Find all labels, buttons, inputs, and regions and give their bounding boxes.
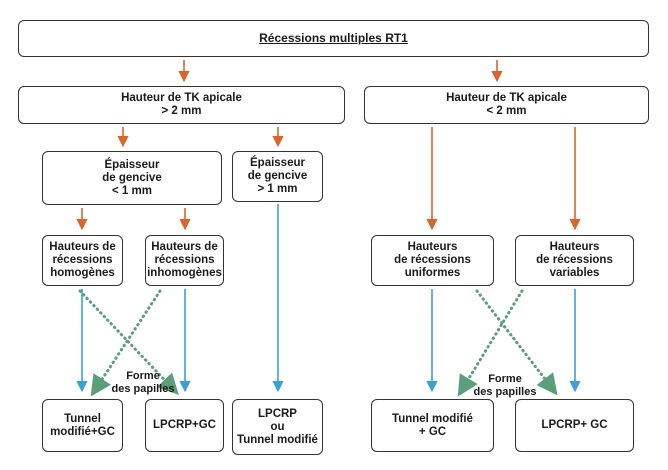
height-lt-2mm-box: Hauteur de TK apicale < 2 mm: [364, 86, 649, 124]
homogeneous-line2: récessions: [52, 254, 113, 266]
papillae-note-left: Forme des papilles: [98, 370, 188, 396]
result-tunnel-left-line2: modifié+GC: [50, 425, 115, 438]
variable-line1: Hauteurs: [549, 241, 600, 253]
result-tunnel-right-box: Tunnel modifié + GC: [371, 399, 494, 452]
height-gt-2mm-line1: Hauteur de TK apicale: [121, 92, 242, 104]
papillae-note-right-line1: Forme: [488, 373, 522, 385]
papillae-note-left-line2: des papilles: [111, 383, 175, 395]
uniform-line1: Hauteurs: [407, 241, 458, 253]
gum-thin-box: Épaisseur de gencive < 1 mm: [42, 151, 222, 205]
gum-thin-line3: < 1 mm: [112, 184, 152, 197]
inhomogeneous-line3: inhomogènes: [147, 267, 222, 279]
result-lpcrp-left-box: LPCRP+GC: [145, 399, 224, 452]
gum-thick-box: Épaisseur de gencive > 1 mm: [232, 151, 323, 202]
gum-thick-line2: de gencive: [247, 170, 308, 182]
height-lt-2mm-line1: Hauteur de TK apicale: [446, 92, 567, 104]
result-thick-box: LPCRP ou Tunnel modifié: [232, 399, 323, 455]
variable-line2: de récessions: [536, 254, 613, 266]
result-tunnel-left-box: Tunnel modifié+GC: [42, 399, 123, 452]
papillae-note-right: Forme des papilles: [457, 373, 553, 399]
variable-box: Hauteurs de récessions variables: [515, 235, 634, 286]
dotted-arrow-uniform-to-lpcrp: [475, 289, 558, 396]
uniform-box: Hauteurs de récessions uniformes: [371, 235, 494, 286]
inhomogeneous-box: Hauteurs de récessions inhomogènes: [145, 235, 224, 286]
result-lpcrp-right-box: LPCRP+ GC: [515, 399, 634, 452]
papillae-note-left-line1: Forme: [126, 370, 160, 382]
result-lpcrp-left-line1: LPCRP+GC: [153, 419, 216, 431]
inhomogeneous-line2: récessions: [154, 254, 215, 266]
variable-line3: variables: [549, 267, 600, 279]
inhomogeneous-line1: Hauteurs de: [151, 241, 218, 253]
uniform-line2: de récessions: [394, 254, 471, 266]
homogeneous-line3: homogènes: [50, 267, 115, 279]
result-thick-line2: ou: [270, 420, 285, 433]
height-gt-2mm-line2: > 2 mm: [161, 105, 202, 117]
height-gt-2mm-box: Hauteur de TK apicale > 2 mm: [18, 86, 345, 124]
homogeneous-box: Hauteurs de récessions homogènes: [42, 235, 123, 286]
result-thick-line3: Tunnel modifié: [237, 433, 318, 446]
gum-thin-line2: de gencive: [102, 171, 162, 184]
gum-thin-line1: Épaisseur: [104, 158, 160, 171]
root-title: Récessions multiples RT1: [259, 31, 408, 45]
root-box: Récessions multiples RT1: [18, 20, 649, 57]
result-tunnel-right-line1: Tunnel modifié: [392, 412, 473, 425]
result-tunnel-right-line2: + GC: [418, 425, 447, 438]
result-lpcrp-right-line1: LPCRP+ GC: [541, 419, 608, 431]
height-lt-2mm-line2: < 2 mm: [486, 105, 527, 117]
gum-thick-line3: > 1 mm: [257, 183, 298, 195]
homogeneous-line1: Hauteurs de: [49, 241, 116, 253]
papillae-note-right-line2: des papilles: [473, 386, 537, 398]
dotted-arrow-variable-to-tunnel: [457, 289, 524, 397]
gum-thick-line1: Épaisseur: [250, 157, 305, 169]
dotted-arrow-inhomogeneous-to-tunnel: [90, 289, 162, 397]
uniform-line3: uniformes: [404, 267, 461, 279]
result-tunnel-left-line1: Tunnel: [64, 412, 101, 425]
result-thick-line1: LPCRP: [258, 407, 297, 420]
